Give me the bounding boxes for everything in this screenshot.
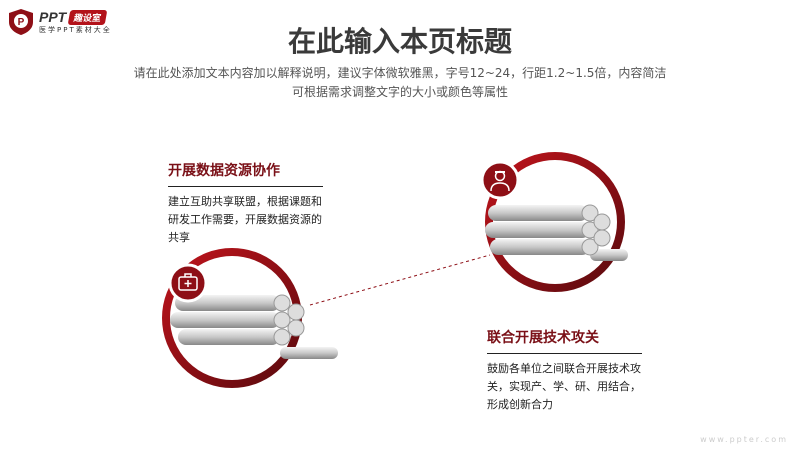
logo-brand: PPT [39,9,67,25]
subtitle-line-2: 可根据需求调整文字的大小或颜色等属性 [291,85,508,99]
info-block-data-collaboration: 开展数据资源协作 建立互助共享联盟，根据课题和研发工作需要，开展数据资源的共享 [168,160,323,247]
block-text: 建立互助共享联盟，根据课题和研发工作需要，开展数据资源的共享 [168,195,322,244]
doctor-icon [480,160,520,200]
shield-logo-icon: P [9,9,33,35]
block-text: 鼓励各单位之间联合开展技术攻关，实现产、学、研、用结合，形成创新合力 [487,362,641,411]
watermark: www.ppter.com [700,435,788,444]
page-title: 在此输入本页标题 [287,25,512,58]
right-circle [485,152,628,292]
cable-bundle-left [170,294,338,359]
cable-bundle-right [485,204,628,261]
subtitle-line-1: 请在此处添加文本内容加以解释说明，建议字体微软雅黑，字号12~24，行距1.2~… [133,66,667,80]
page-subtitle: 请在此处添加文本内容加以解释说明，建议字体微软雅黑，字号12~24，行距1.2~… [100,64,700,102]
block-title: 开展数据资源协作 [168,160,323,187]
block-title: 联合开展技术攻关 [487,327,642,354]
info-block-joint-research: 联合开展技术攻关 鼓励各单位之间联合开展技术攻关，实现产、学、研、用结合，形成创… [487,327,642,414]
first-aid-kit-icon [168,263,208,303]
dashed-connector [309,254,491,306]
logo-subtitle: 医学PPT素材大全 [39,26,112,34]
svg-text:P: P [18,17,25,28]
